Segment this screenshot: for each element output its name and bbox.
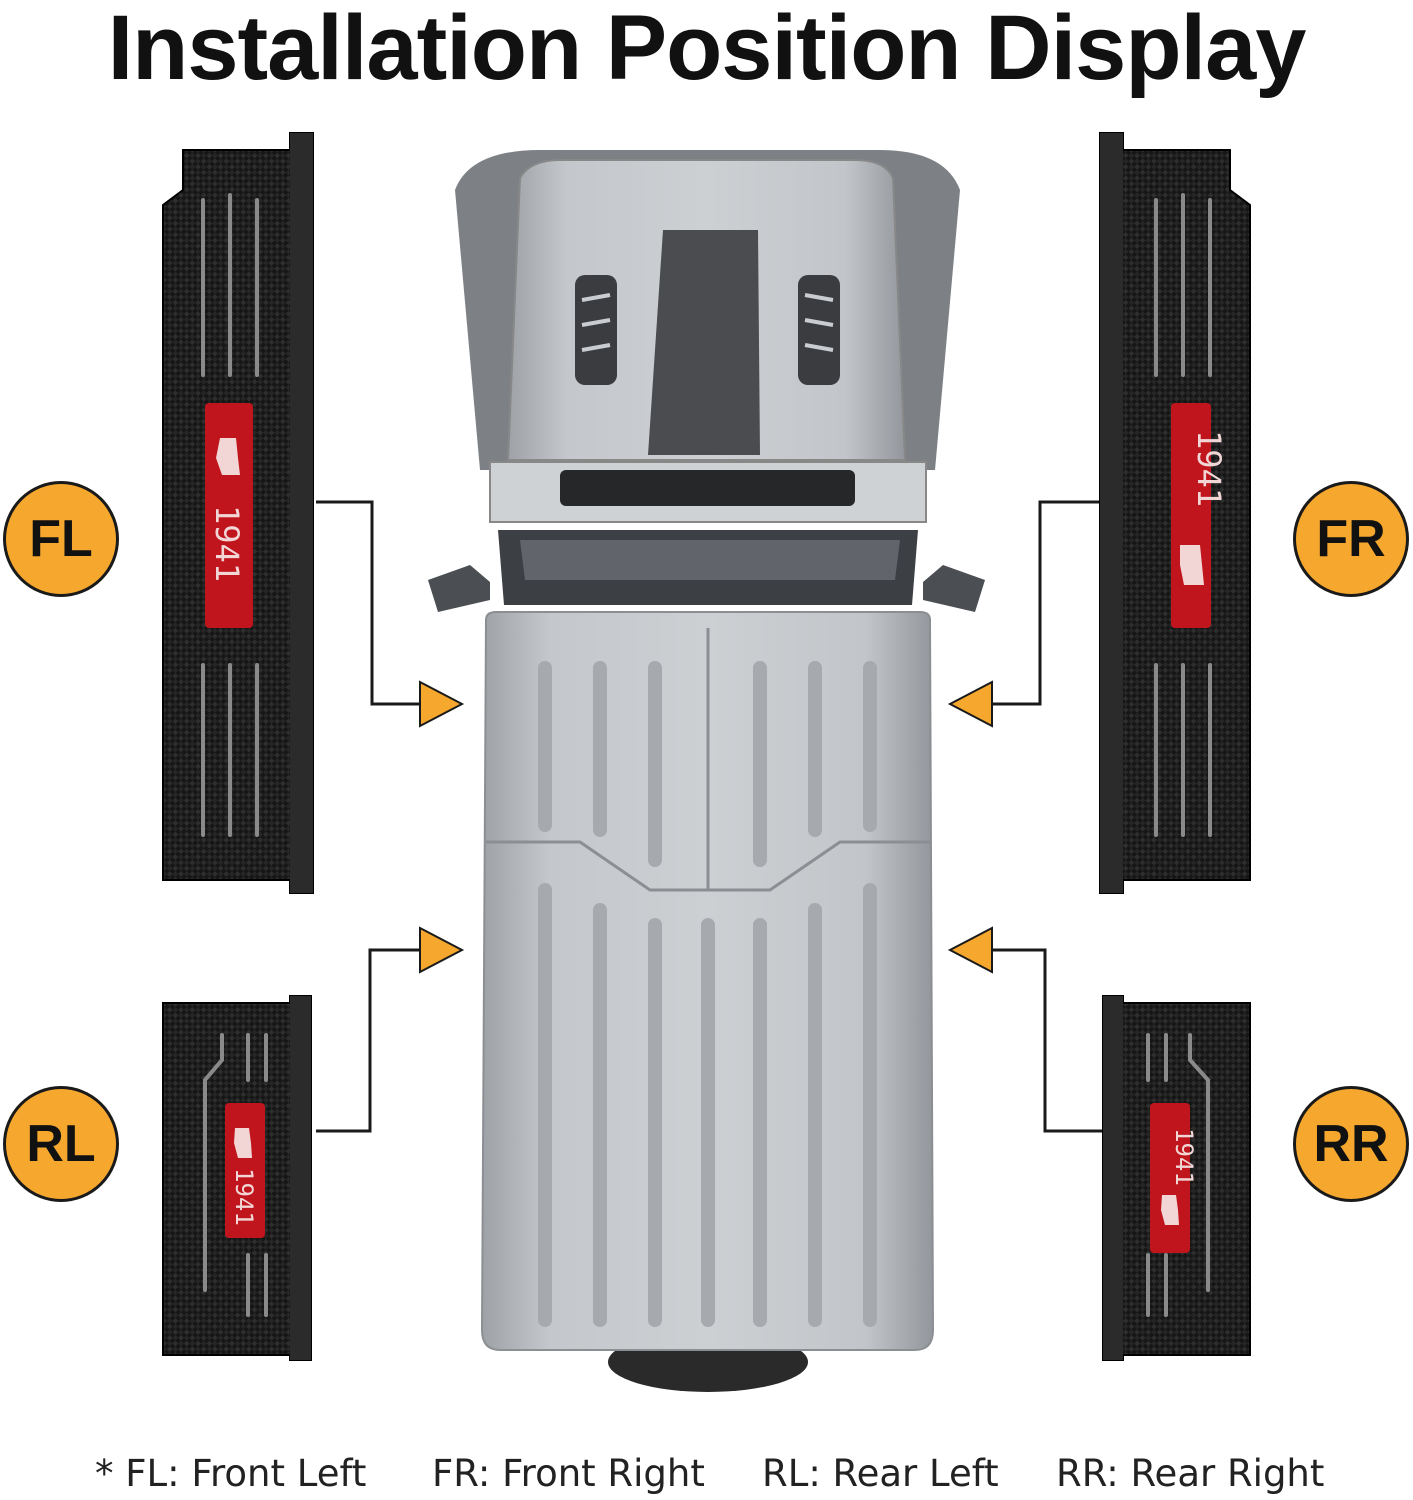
sill-plate-rl-text: 1941 [230,1168,258,1226]
legend-rl: RL: Rear Left [762,1452,999,1495]
sill-plate-rr-badge [1150,1103,1190,1253]
badge-fr: FR [1293,481,1409,597]
truck-emblem-icon [1161,1195,1179,1225]
page-title: Installation Position Display [107,0,1307,99]
truck-emblem-icon [234,1128,252,1158]
connector-lines [316,500,1105,1133]
badge-rl: RL [3,1086,119,1202]
legend-fr: FR: Front Right [432,1452,705,1495]
arrow-fl-icon [419,680,465,728]
left-mirror [428,565,490,612]
badge-rr: RR [1293,1086,1409,1202]
sill-plate-fl-text: 1941 [208,505,246,582]
sill-plate-fr: 1941 [1099,132,1251,894]
sill-plate-rr-text: 1941 [1170,1128,1198,1186]
badge-fl: FL [3,481,119,597]
sill-plate-rl: 1941 [162,995,312,1361]
sill-plate-fr-text: 1941 [1190,430,1228,507]
truck-emblem-icon [216,438,240,475]
arrow-fr-icon [947,680,993,728]
legend-fl: * FL: Front Left [95,1452,367,1495]
arrow-rl-icon [419,926,465,974]
sill-plate-fl: 1941 [162,132,314,894]
arrow-rr-icon [947,926,993,974]
truck-emblem-icon [1180,545,1204,585]
sill-plate-rr: 1941 [1102,995,1251,1361]
legend-rr: RR: Rear Right [1056,1452,1325,1495]
right-mirror [923,565,985,612]
vehicle-top-view [428,150,985,1392]
